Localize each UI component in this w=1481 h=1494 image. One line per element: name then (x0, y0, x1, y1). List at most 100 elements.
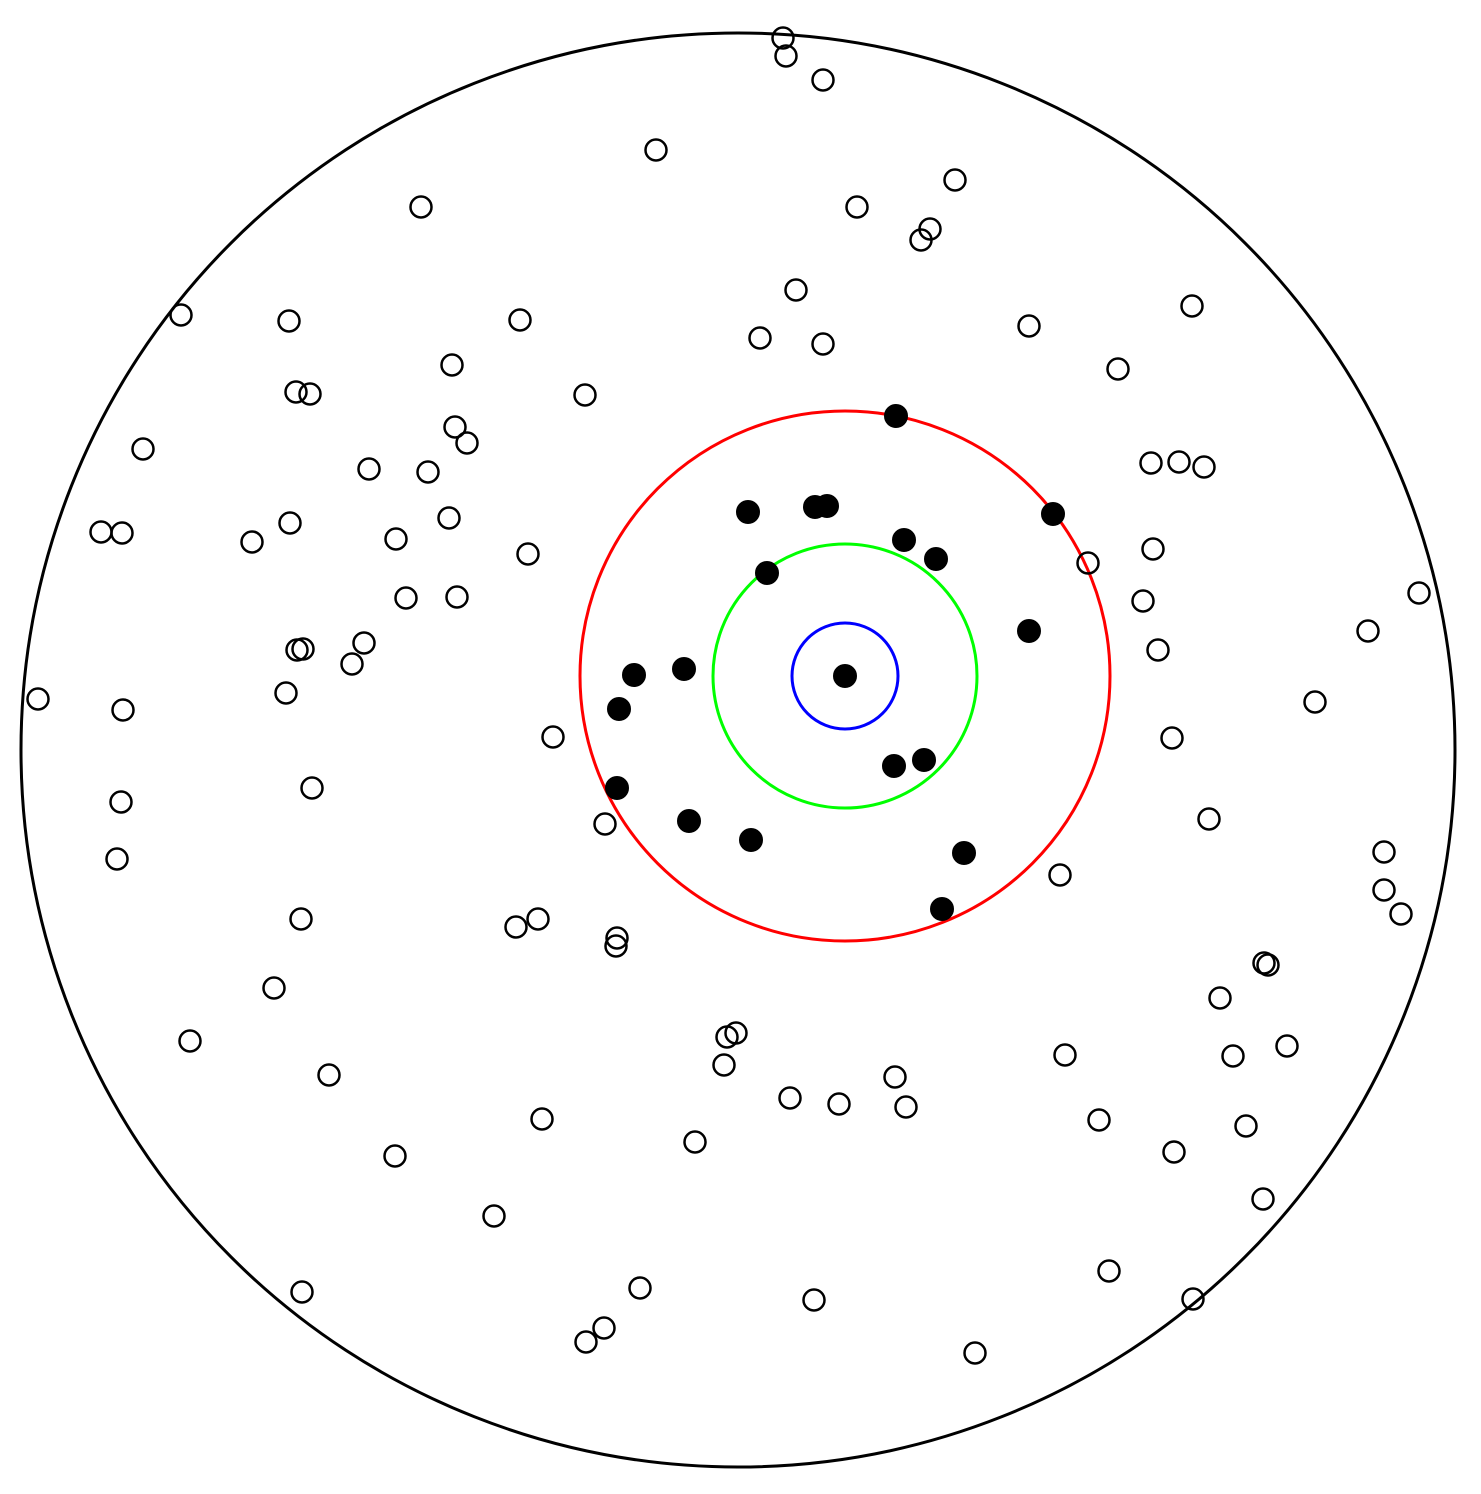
hollow-point (340, 652, 364, 676)
hollow-point (1076, 551, 1100, 575)
hollow-point (644, 138, 668, 162)
filled-point (739, 828, 763, 852)
hollow-point (1192, 455, 1216, 479)
hollow-point (508, 308, 532, 332)
hollow-point (1221, 1044, 1245, 1068)
filled-point (736, 500, 760, 524)
hollow-points-layer (26, 26, 1431, 1365)
filled-point (607, 697, 631, 721)
hollow-point (300, 776, 324, 800)
hollow-point (1251, 1187, 1275, 1211)
hollow-point (943, 168, 967, 192)
hollow-point (290, 1280, 314, 1304)
filled-point (924, 547, 948, 571)
hollow-point (712, 1053, 736, 1077)
hollow-point (894, 1095, 918, 1119)
hollow-point (1160, 726, 1184, 750)
filled-point (677, 809, 701, 833)
hollow-point (1146, 638, 1170, 662)
hollow-point (317, 1063, 341, 1087)
filled-point (912, 748, 936, 772)
hollow-point (26, 687, 50, 711)
hollow-point (516, 542, 540, 566)
outer-boundary-circle-layer (19, 31, 1457, 1469)
hollow-point (291, 637, 315, 661)
filled-point (884, 404, 908, 428)
hollow-point (277, 309, 301, 333)
hollow-point (724, 1021, 748, 1045)
hollow-point (352, 631, 376, 655)
hollow-point (240, 530, 264, 554)
hollow-point (1139, 451, 1163, 475)
hollow-point (416, 460, 440, 484)
hollow-point (1097, 1259, 1121, 1283)
hollow-point (1407, 581, 1431, 605)
filled-points-layer (605, 404, 1065, 921)
hollow-point (274, 681, 298, 705)
hollow-point (384, 527, 408, 551)
outer-radius-ring (578, 409, 1112, 943)
hollow-point (482, 1204, 506, 1228)
hollow-point (455, 431, 479, 455)
hollow-point (1181, 1287, 1205, 1311)
hollow-point (1197, 807, 1221, 831)
hollow-point (437, 506, 461, 530)
hollow-point (1208, 986, 1232, 1010)
hollow-point (748, 326, 772, 350)
hollow-point (811, 68, 835, 92)
hollow-point (1256, 953, 1280, 977)
hollow-point (131, 437, 155, 461)
hollow-point (109, 790, 133, 814)
hollow-point (845, 195, 869, 219)
hollow-point (963, 1341, 987, 1365)
hollow-point (592, 1316, 616, 1340)
filled-point (930, 897, 954, 921)
hollow-point (574, 1330, 598, 1354)
filled-point (622, 663, 646, 687)
hollow-point (111, 698, 135, 722)
filled-point (672, 657, 696, 681)
hollow-point (909, 228, 933, 252)
hollow-point (683, 1130, 707, 1154)
query-point (833, 664, 857, 688)
hollow-point (1162, 1140, 1186, 1164)
hollow-point (178, 1029, 202, 1053)
hollow-point (1303, 690, 1327, 714)
hollow-point (1372, 840, 1396, 864)
hollow-point (1048, 863, 1072, 887)
hollow-point (1087, 1108, 1111, 1132)
hollow-point (784, 278, 808, 302)
hollow-point (262, 976, 286, 1000)
hollow-point (604, 934, 628, 958)
hollow-point (298, 382, 322, 406)
filled-point (605, 776, 629, 800)
hollow-point (573, 383, 597, 407)
hollow-point (105, 847, 129, 871)
radius-rings-layer (578, 409, 1112, 943)
hollow-point (278, 511, 302, 535)
hollow-point (1356, 619, 1380, 643)
hollow-point (169, 303, 193, 327)
hollow-point (445, 585, 469, 609)
filled-point (892, 528, 916, 552)
hollow-point (1141, 537, 1165, 561)
hollow-point (827, 1092, 851, 1116)
hollow-point (1180, 294, 1204, 318)
hollow-point (771, 26, 795, 50)
hollow-point (811, 332, 835, 356)
hollow-point (1275, 1034, 1299, 1058)
hollow-point (530, 1107, 554, 1131)
hollow-point (289, 907, 313, 931)
hollow-point (504, 915, 528, 939)
hollow-point (1017, 314, 1041, 338)
hollow-point (883, 1065, 907, 1089)
hollow-point (541, 725, 565, 749)
hollow-point (802, 1288, 826, 1312)
filled-point (1017, 619, 1041, 643)
filled-point (1041, 502, 1065, 526)
hollow-point (110, 521, 134, 545)
hollow-point (605, 926, 629, 950)
inner-radius-ring (790, 621, 900, 731)
hollow-point (394, 586, 418, 610)
